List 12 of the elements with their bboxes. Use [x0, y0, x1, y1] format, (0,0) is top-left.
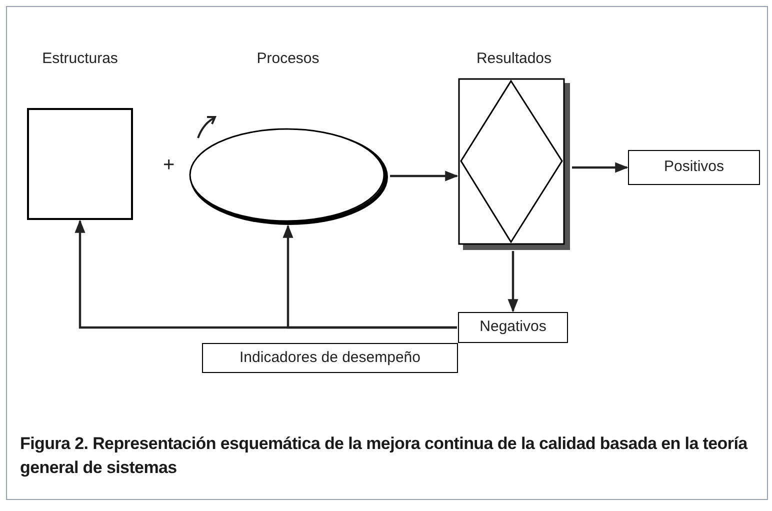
heading-text: Procesos: [256, 49, 320, 69]
arrow: [282, 224, 457, 329]
heading-text: Estructuras: [41, 49, 119, 69]
arrow: [508, 251, 518, 312]
heading-text: Resultados: [475, 49, 553, 69]
arrow: [390, 170, 458, 182]
label-box: Negativos: [458, 312, 568, 343]
plus-sign: +: [163, 153, 175, 178]
label-box: Indicadores de desempeño: [202, 343, 458, 373]
label-box: Positivos: [628, 150, 760, 185]
figure-caption: Figura 2. Representación esquemática de la mejora continua de la calidad basada en la teoría general de sistemas: [20, 433, 749, 479]
arrow: [572, 162, 628, 173]
